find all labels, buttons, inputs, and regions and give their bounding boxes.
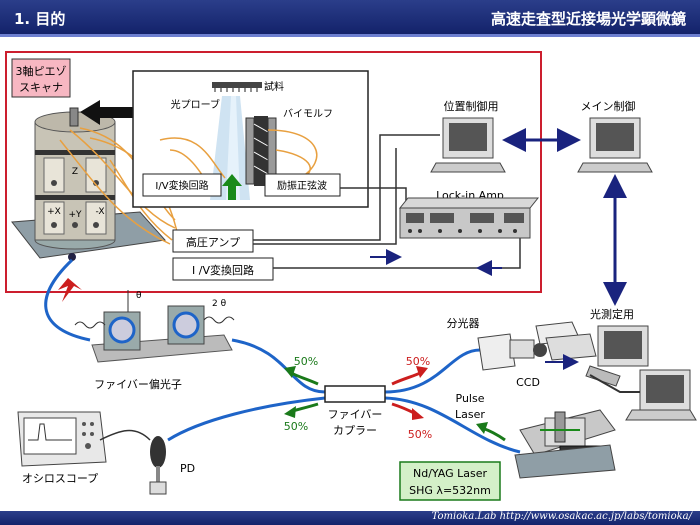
pulse-label-1: Pulse — [456, 392, 485, 405]
red-arrow-out — [58, 278, 82, 302]
photodiode — [149, 436, 167, 495]
section-number: 1. 目的 — [14, 10, 66, 28]
optical-fibers — [44, 258, 521, 454]
exc-box — [264, 173, 341, 197]
optical-label: 光測定用 — [590, 307, 634, 321]
scanner-label-2: スキャナ — [19, 81, 63, 94]
laser-box — [399, 461, 501, 501]
oscilloscope — [17, 411, 107, 467]
iv-box-label: I/V変換回路 — [155, 179, 208, 192]
pd-label: PD — [180, 462, 195, 475]
main-ctrl-label: メイン制御 — [581, 99, 636, 113]
probe-label: 光プローブ — [171, 98, 220, 111]
osc-label: オシロスコープ — [22, 472, 98, 485]
coupler-label-2: カプラー — [333, 424, 377, 437]
osc-cable — [99, 429, 151, 441]
hv-amp-label: 高圧アンプ — [186, 235, 240, 249]
laser-label-2: SHG λ=532nm — [409, 484, 491, 497]
iv-conv-label: I /V変換回路 — [192, 263, 254, 277]
ccd-label: CCD — [516, 376, 540, 389]
main-computer — [577, 117, 653, 173]
probe-detail — [159, 82, 318, 200]
theta2-label: 2 θ — [212, 299, 227, 309]
lockin-amp — [398, 197, 540, 239]
arrow-tr — [391, 370, 423, 386]
theta-label: θ — [136, 291, 142, 301]
fiber-polarizer-label: ファイバー偏光子 — [94, 377, 182, 391]
nd-yag-laser — [514, 409, 616, 479]
pct-bl: 50% — [284, 420, 308, 433]
axis-py-label: +Y — [68, 210, 82, 220]
slide-title: 高速走査型近接場光学顕微鏡 — [490, 10, 686, 28]
sample-label: 試料 — [264, 80, 284, 93]
axis-z-label: Z — [72, 167, 78, 177]
pulse-label-2: Laser — [455, 408, 485, 421]
zoom-arrow — [80, 100, 135, 125]
axis-mx-label: -X — [96, 207, 105, 217]
control-wires — [253, 134, 521, 269]
scanner-label-1: 3軸ピエゾ — [16, 64, 67, 78]
setup-diagram: 3軸ピエゾ スキャナ Z +X +Y -X — [5, 51, 697, 501]
microscope-frame — [5, 51, 542, 293]
spectrometer — [477, 321, 597, 371]
pct-tl: 50% — [294, 355, 318, 368]
hv-amp-box — [172, 229, 254, 253]
laser-label-1: Nd/YAG Laser — [413, 467, 488, 480]
footer-bar: Tomioka.Lab http://www.osakac.ac.jp/labs… — [0, 511, 700, 525]
position-computer — [430, 117, 506, 173]
header-bar: 1. 目的 高速走査型近接場光学顕微鏡 — [0, 0, 700, 37]
bimorph-label: バイモルフ — [283, 108, 333, 120]
iv-box — [142, 173, 222, 197]
optical-computers — [585, 325, 697, 421]
scanner-label-box — [11, 58, 71, 98]
pct-br: 50% — [408, 428, 432, 441]
coupler-box — [324, 385, 386, 403]
iv-conv-box — [172, 257, 274, 281]
lab-url: Tomioka.Lab http://www.osakac.ac.jp/labs… — [431, 511, 692, 522]
fiber-polarizer — [74, 290, 235, 363]
spectro-label: 分光器 — [447, 316, 480, 330]
pct-tr: 50% — [406, 355, 430, 368]
pos-ctrl-label: 位置制御用 — [444, 99, 499, 113]
axis-px-label: +X — [47, 207, 61, 217]
fiber-connector — [68, 253, 76, 261]
exc-box-label: 励振正弦波 — [277, 179, 327, 192]
coupler-label-1: ファイバー — [328, 408, 383, 421]
